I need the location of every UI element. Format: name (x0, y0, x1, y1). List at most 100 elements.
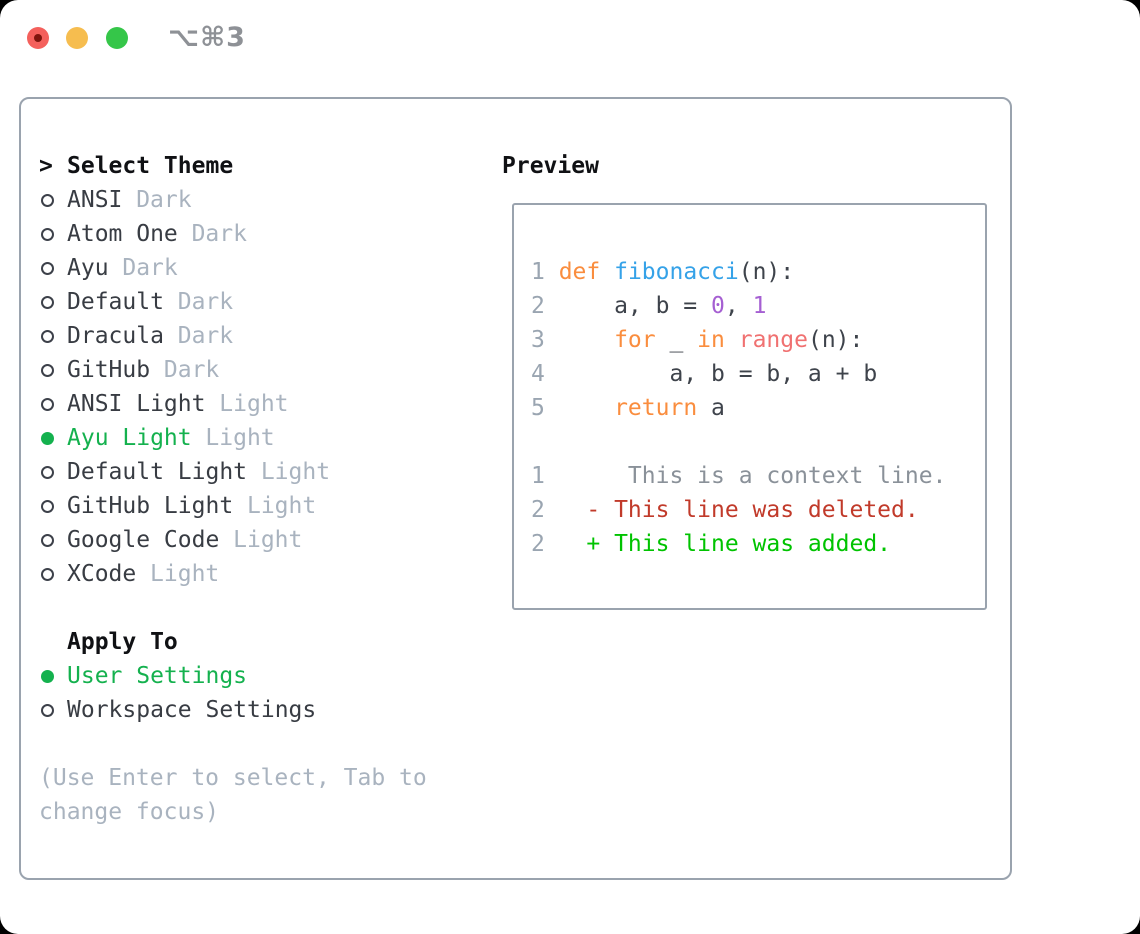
code-line: 4 a, b = b, a + b (531, 357, 985, 391)
code-segment-number: 1 (752, 293, 767, 319)
theme-option[interactable]: Atom One Dark (39, 217, 427, 251)
radio-icon (39, 261, 67, 275)
focus-caret-icon: > (39, 153, 53, 179)
code-segment-plain: a, b = (558, 293, 712, 319)
theme-option[interactable]: XCode Light (39, 557, 427, 591)
theme-name: Atom One (67, 221, 178, 247)
theme-option[interactable]: ANSI Dark (39, 183, 427, 217)
code-segment-function: fibonacci (614, 259, 739, 285)
titlebar: ⌥⌘3 (0, 0, 1140, 76)
apply-to-option[interactable]: User Settings (39, 659, 427, 693)
theme-name: Ayu (67, 255, 109, 281)
theme-option[interactable]: Google Code Light (39, 523, 427, 557)
code-segment-plain: a (697, 395, 725, 421)
apply-to-list: User Settings Workspace Settings (39, 659, 427, 727)
line-number: 5 (531, 395, 545, 421)
theme-variant: Light (233, 527, 303, 553)
apply-to-option[interactable]: Workspace Settings (39, 693, 427, 727)
theme-option[interactable]: Ayu Light Light (39, 421, 427, 455)
code-segment-plain: _ (655, 327, 698, 353)
select-theme-label: Select Theme (67, 153, 234, 179)
theme-picker-panel: > Select Theme ANSI Dark Atom One Dark A… (19, 97, 1012, 880)
theme-name: ANSI Light (67, 391, 206, 417)
line-number: 2 (531, 293, 545, 319)
theme-variant: Dark (163, 357, 220, 383)
code-segment-plain: (n): (738, 259, 795, 285)
theme-option[interactable]: ANSI Light Light (39, 387, 427, 421)
radio-icon (39, 499, 67, 513)
code-segment-added: + This line was added. (558, 531, 892, 557)
theme-option[interactable]: Dracula Dark (39, 319, 427, 353)
theme-selector-column: > Select Theme ANSI Dark Atom One Dark A… (39, 149, 427, 829)
theme-name: ANSI (67, 187, 123, 213)
code-segment-plain: , (724, 293, 753, 319)
radio-icon (39, 397, 67, 411)
theme-variant: Dark (177, 323, 234, 349)
spacer (39, 591, 427, 625)
radio-icon (39, 669, 67, 683)
line-number: 2 (531, 497, 545, 523)
theme-option[interactable]: GitHub Light Light (39, 489, 427, 523)
help-line: (Use Enter to select, Tab to (39, 765, 427, 791)
line-number: 1 (531, 463, 545, 489)
theme-variant: Light (150, 561, 220, 587)
theme-option[interactable]: GitHub Dark (39, 353, 427, 387)
window-title: ⌥⌘3 (168, 22, 246, 53)
code-segment-plain (559, 327, 614, 353)
close-button[interactable] (27, 27, 49, 49)
radio-icon (39, 567, 67, 581)
code-line: 1 def fibonacci(n): (531, 255, 985, 289)
code-segment-plain: (n): (807, 327, 864, 353)
code-segment-keyword: def (558, 259, 601, 285)
code-line: 5 return a (531, 391, 985, 425)
theme-variant: Light (260, 459, 331, 485)
theme-option[interactable]: Default Light Light (39, 455, 427, 489)
code-line: 2 a, b = 0, 1 (531, 289, 985, 323)
radio-icon (39, 227, 67, 241)
theme-name: XCode (67, 561, 137, 587)
theme-variant: Dark (136, 187, 192, 213)
theme-name: Google Code (67, 527, 220, 553)
radio-icon (39, 363, 67, 377)
theme-name: Ayu Light (67, 425, 192, 451)
theme-variant: Dark (122, 255, 178, 281)
spacer (39, 727, 427, 761)
theme-name: GitHub Light (67, 493, 234, 519)
theme-variant: Light (205, 425, 275, 451)
apply-to-header: Apply To (39, 625, 427, 659)
line-number: 1 (531, 259, 545, 285)
select-theme-header: > Select Theme (39, 149, 427, 183)
theme-option[interactable]: Default Dark (39, 285, 427, 319)
radio-icon (39, 703, 67, 717)
theme-variant: Light (219, 391, 289, 417)
theme-name: GitHub (67, 357, 151, 383)
theme-option[interactable]: Ayu Dark (39, 251, 427, 285)
theme-name: Default Light (67, 459, 248, 485)
code-segment-context: This is a context line. (558, 463, 947, 489)
code-line (531, 425, 985, 459)
code-segment-plain: a, b = b, a + b (558, 361, 878, 387)
theme-list: ANSI Dark Atom One Dark Ayu Dark Default… (39, 183, 427, 591)
code-segment-plain (725, 327, 739, 353)
theme-variant: Dark (177, 289, 234, 315)
theme-name: Default (67, 289, 164, 315)
code-segment-plain (559, 395, 614, 421)
theme-variant: Light (246, 493, 317, 519)
code-line: 1 This is a context line. (531, 459, 985, 493)
apply-to-label: Apply To (67, 629, 178, 655)
code-segment-keyword: in (697, 327, 725, 353)
radio-icon (39, 533, 67, 547)
code-segment-builtin: range (738, 327, 808, 353)
radio-icon (39, 295, 67, 309)
preview-label: Preview (502, 153, 599, 179)
line-number: 4 (531, 361, 545, 387)
code-line: 2 - This line was deleted. (531, 493, 985, 527)
line-number: 3 (531, 327, 545, 353)
maximize-button[interactable] (106, 27, 128, 49)
minimize-button[interactable] (66, 27, 88, 49)
code-segment-deleted: - This line was deleted. (558, 497, 919, 523)
theme-variant: Dark (191, 221, 247, 247)
code-segment-keyword: return (614, 395, 698, 421)
